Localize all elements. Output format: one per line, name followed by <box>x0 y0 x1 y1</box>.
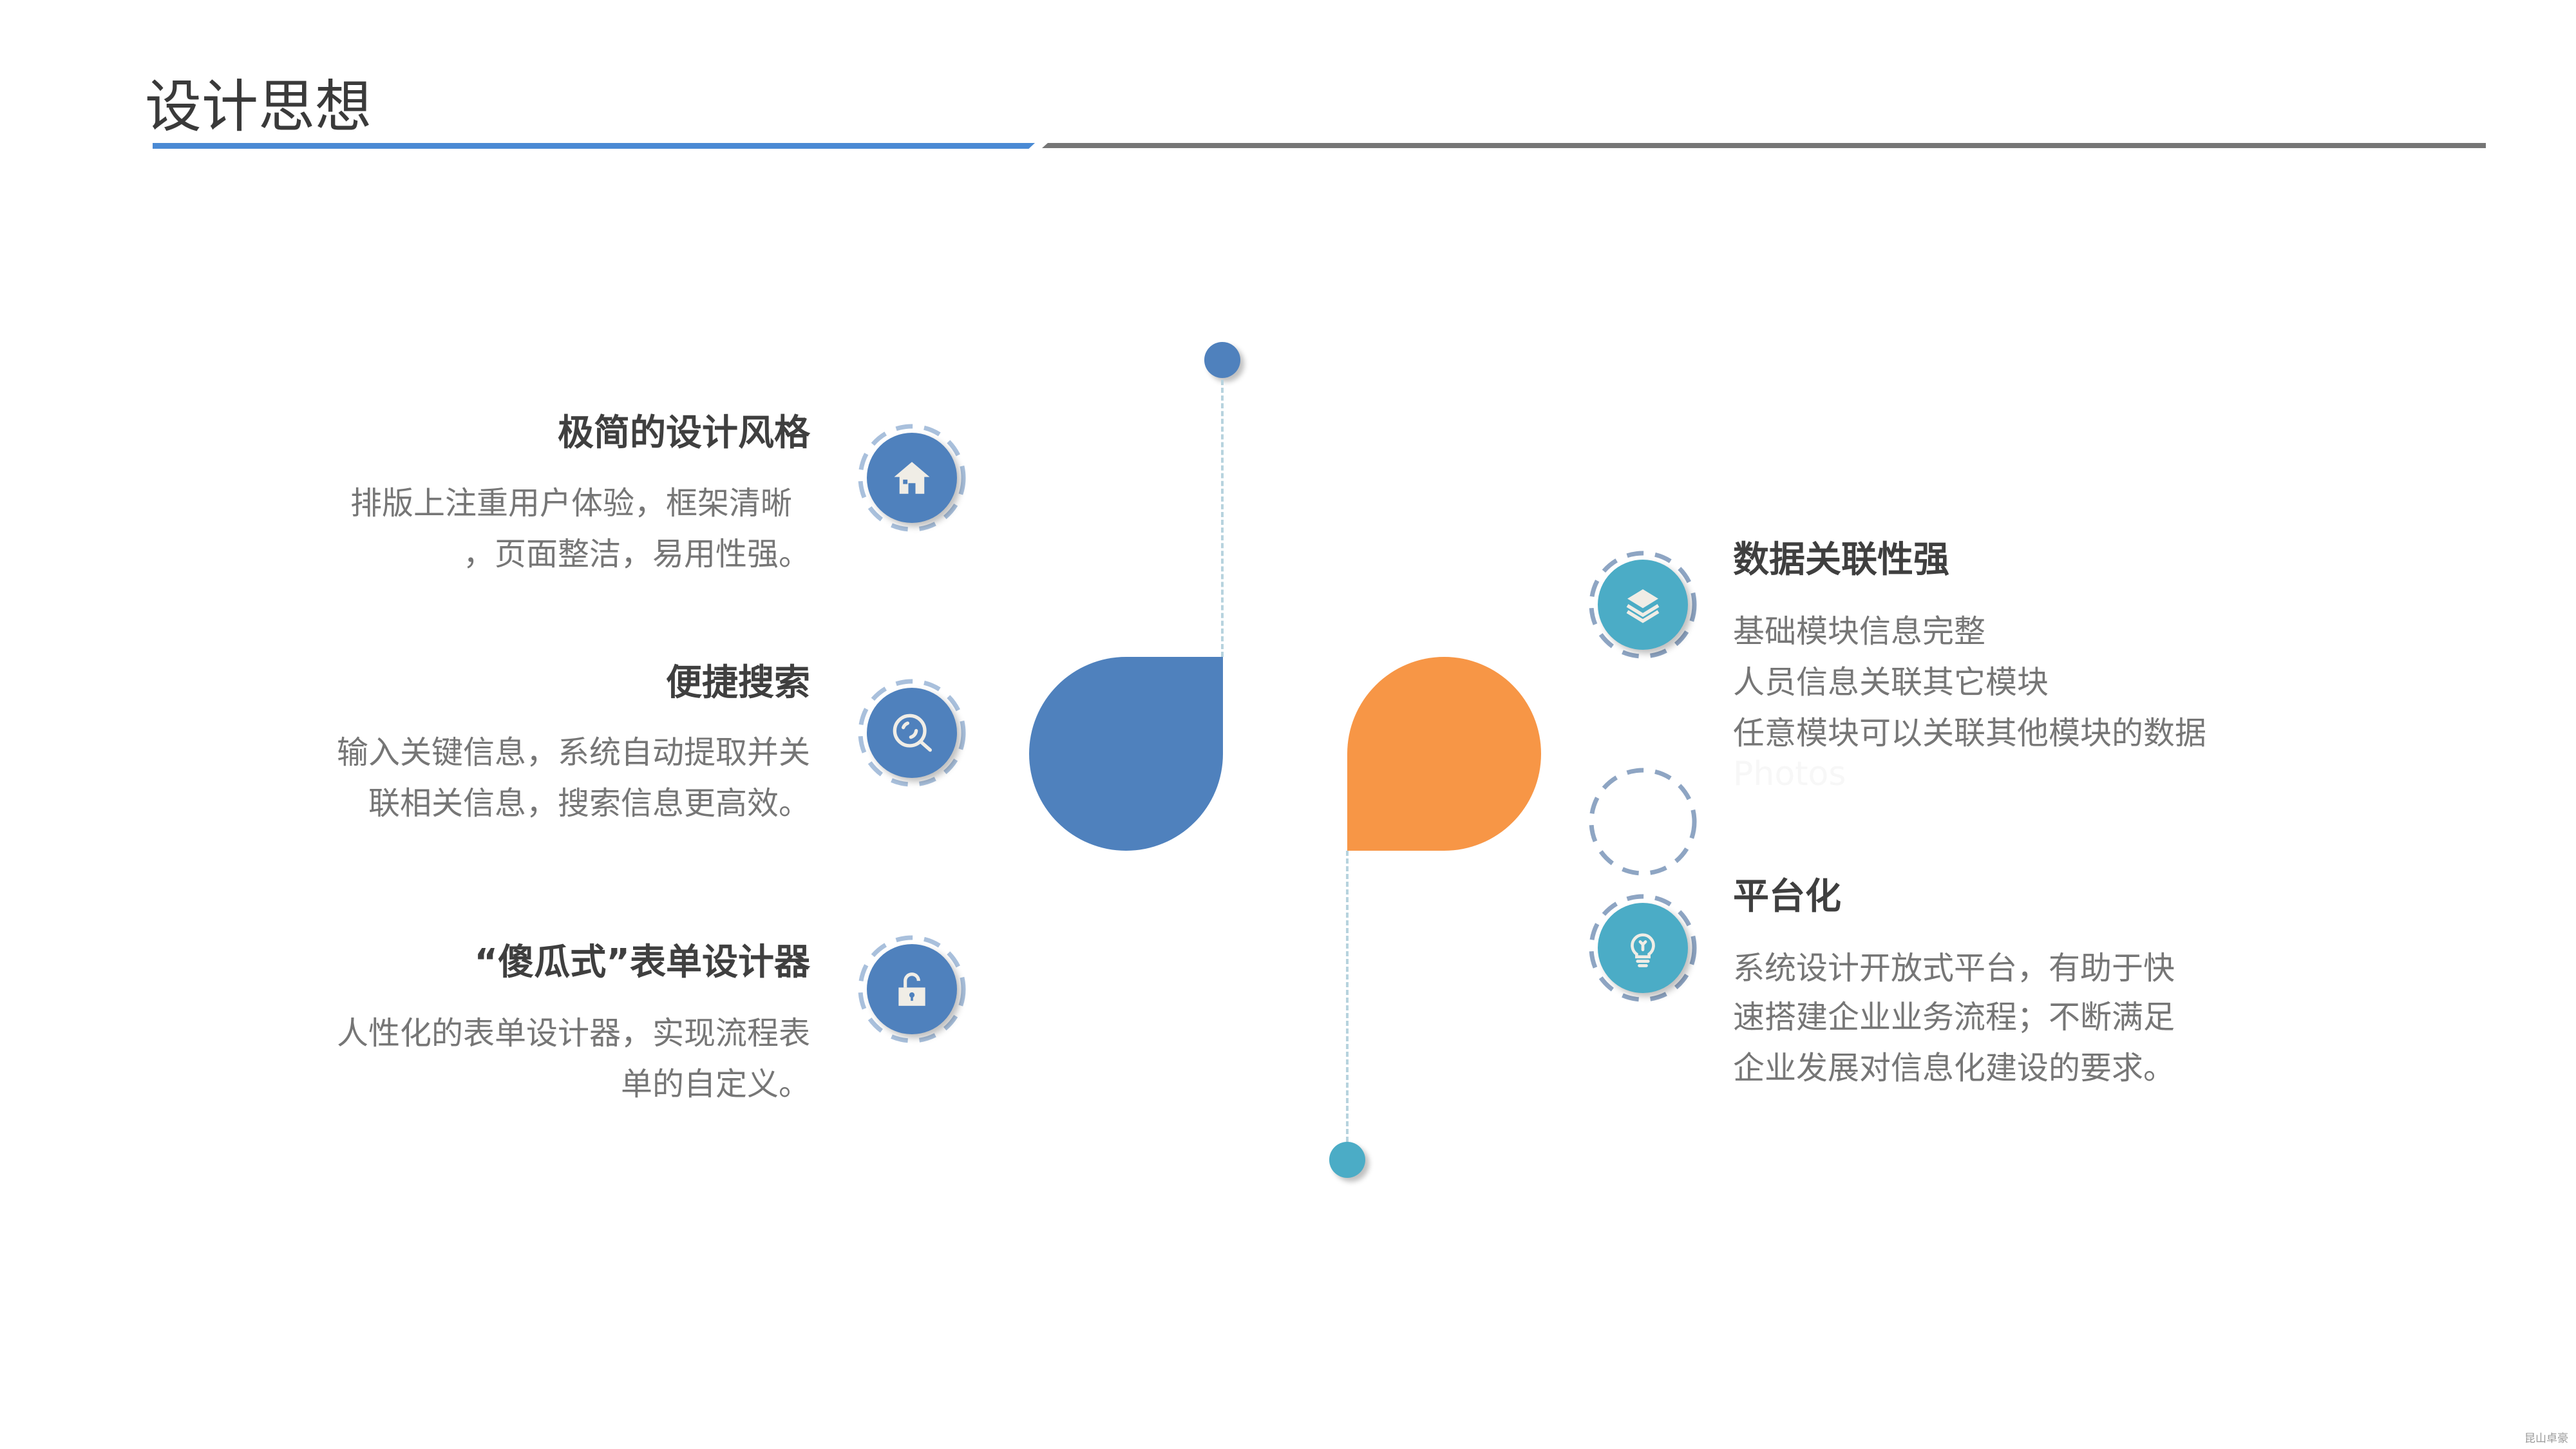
feature-description-line: 排版上注重用户体验，框架清晰 <box>350 485 792 522</box>
feature-title: 数据关联性强 <box>1733 539 1949 581</box>
photo-placeholder-text: Photos <box>1733 755 1846 793</box>
layers-icon <box>1598 560 1688 650</box>
empty-dashed-ring <box>1589 768 1697 876</box>
house-icon <box>867 433 957 523</box>
feature-description-line: 系统设计开放式平台，有助于快 <box>1733 950 2175 987</box>
top-dot <box>1204 342 1240 378</box>
feature-description-line: 任意模块可以关联其他模块的数据 <box>1733 715 2207 752</box>
dashed-ring <box>858 679 966 787</box>
feature-description-line: ，页面整洁，易用性强。 <box>462 536 810 573</box>
feature-description-line: 人性化的表单设计器，实现流程表 <box>336 1015 810 1052</box>
watermark: 昆山卓豪 <box>2524 1432 2568 1445</box>
feature-description-line: 速搭建企业业务流程；不断满足 <box>1733 999 2175 1036</box>
orange-drop-shape <box>1347 657 1541 851</box>
feature-title: 便捷搜索 <box>666 662 810 704</box>
feature-title: “傻瓜式”表单设计器 <box>474 942 810 983</box>
feature-description-line: 基础模块信息完整 <box>1733 613 1986 650</box>
dashed-ring <box>858 424 966 532</box>
top-dashed-line <box>1221 380 1224 657</box>
feature-description-line: 企业发展对信息化建设的要求。 <box>1733 1050 2175 1086</box>
blue-drop-shape <box>1029 657 1223 851</box>
dashed-ring <box>1589 551 1697 659</box>
unlock-icon <box>867 944 957 1034</box>
title-underline <box>1042 143 2486 148</box>
bottom-dashed-line <box>1346 851 1349 1142</box>
search-icon <box>867 688 957 778</box>
feature-title: 平台化 <box>1733 876 1841 918</box>
feature-description-line: 输入关键信息，系统自动提取并关 <box>336 734 810 771</box>
dashed-ring <box>1589 894 1697 1002</box>
title-underline-accent <box>153 143 1035 149</box>
lightbulb-icon <box>1598 903 1688 993</box>
dashed-ring <box>858 935 966 1043</box>
feature-description-line: 人员信息关联其它模块 <box>1733 664 2049 701</box>
feature-description-line: 单的自定义。 <box>620 1066 810 1103</box>
feature-title: 极简的设计风格 <box>558 412 810 454</box>
page-title: 设计思想 <box>145 73 372 140</box>
feature-description-line: 联相关信息，搜索信息更高效。 <box>368 785 810 822</box>
bottom-dot <box>1329 1142 1365 1178</box>
